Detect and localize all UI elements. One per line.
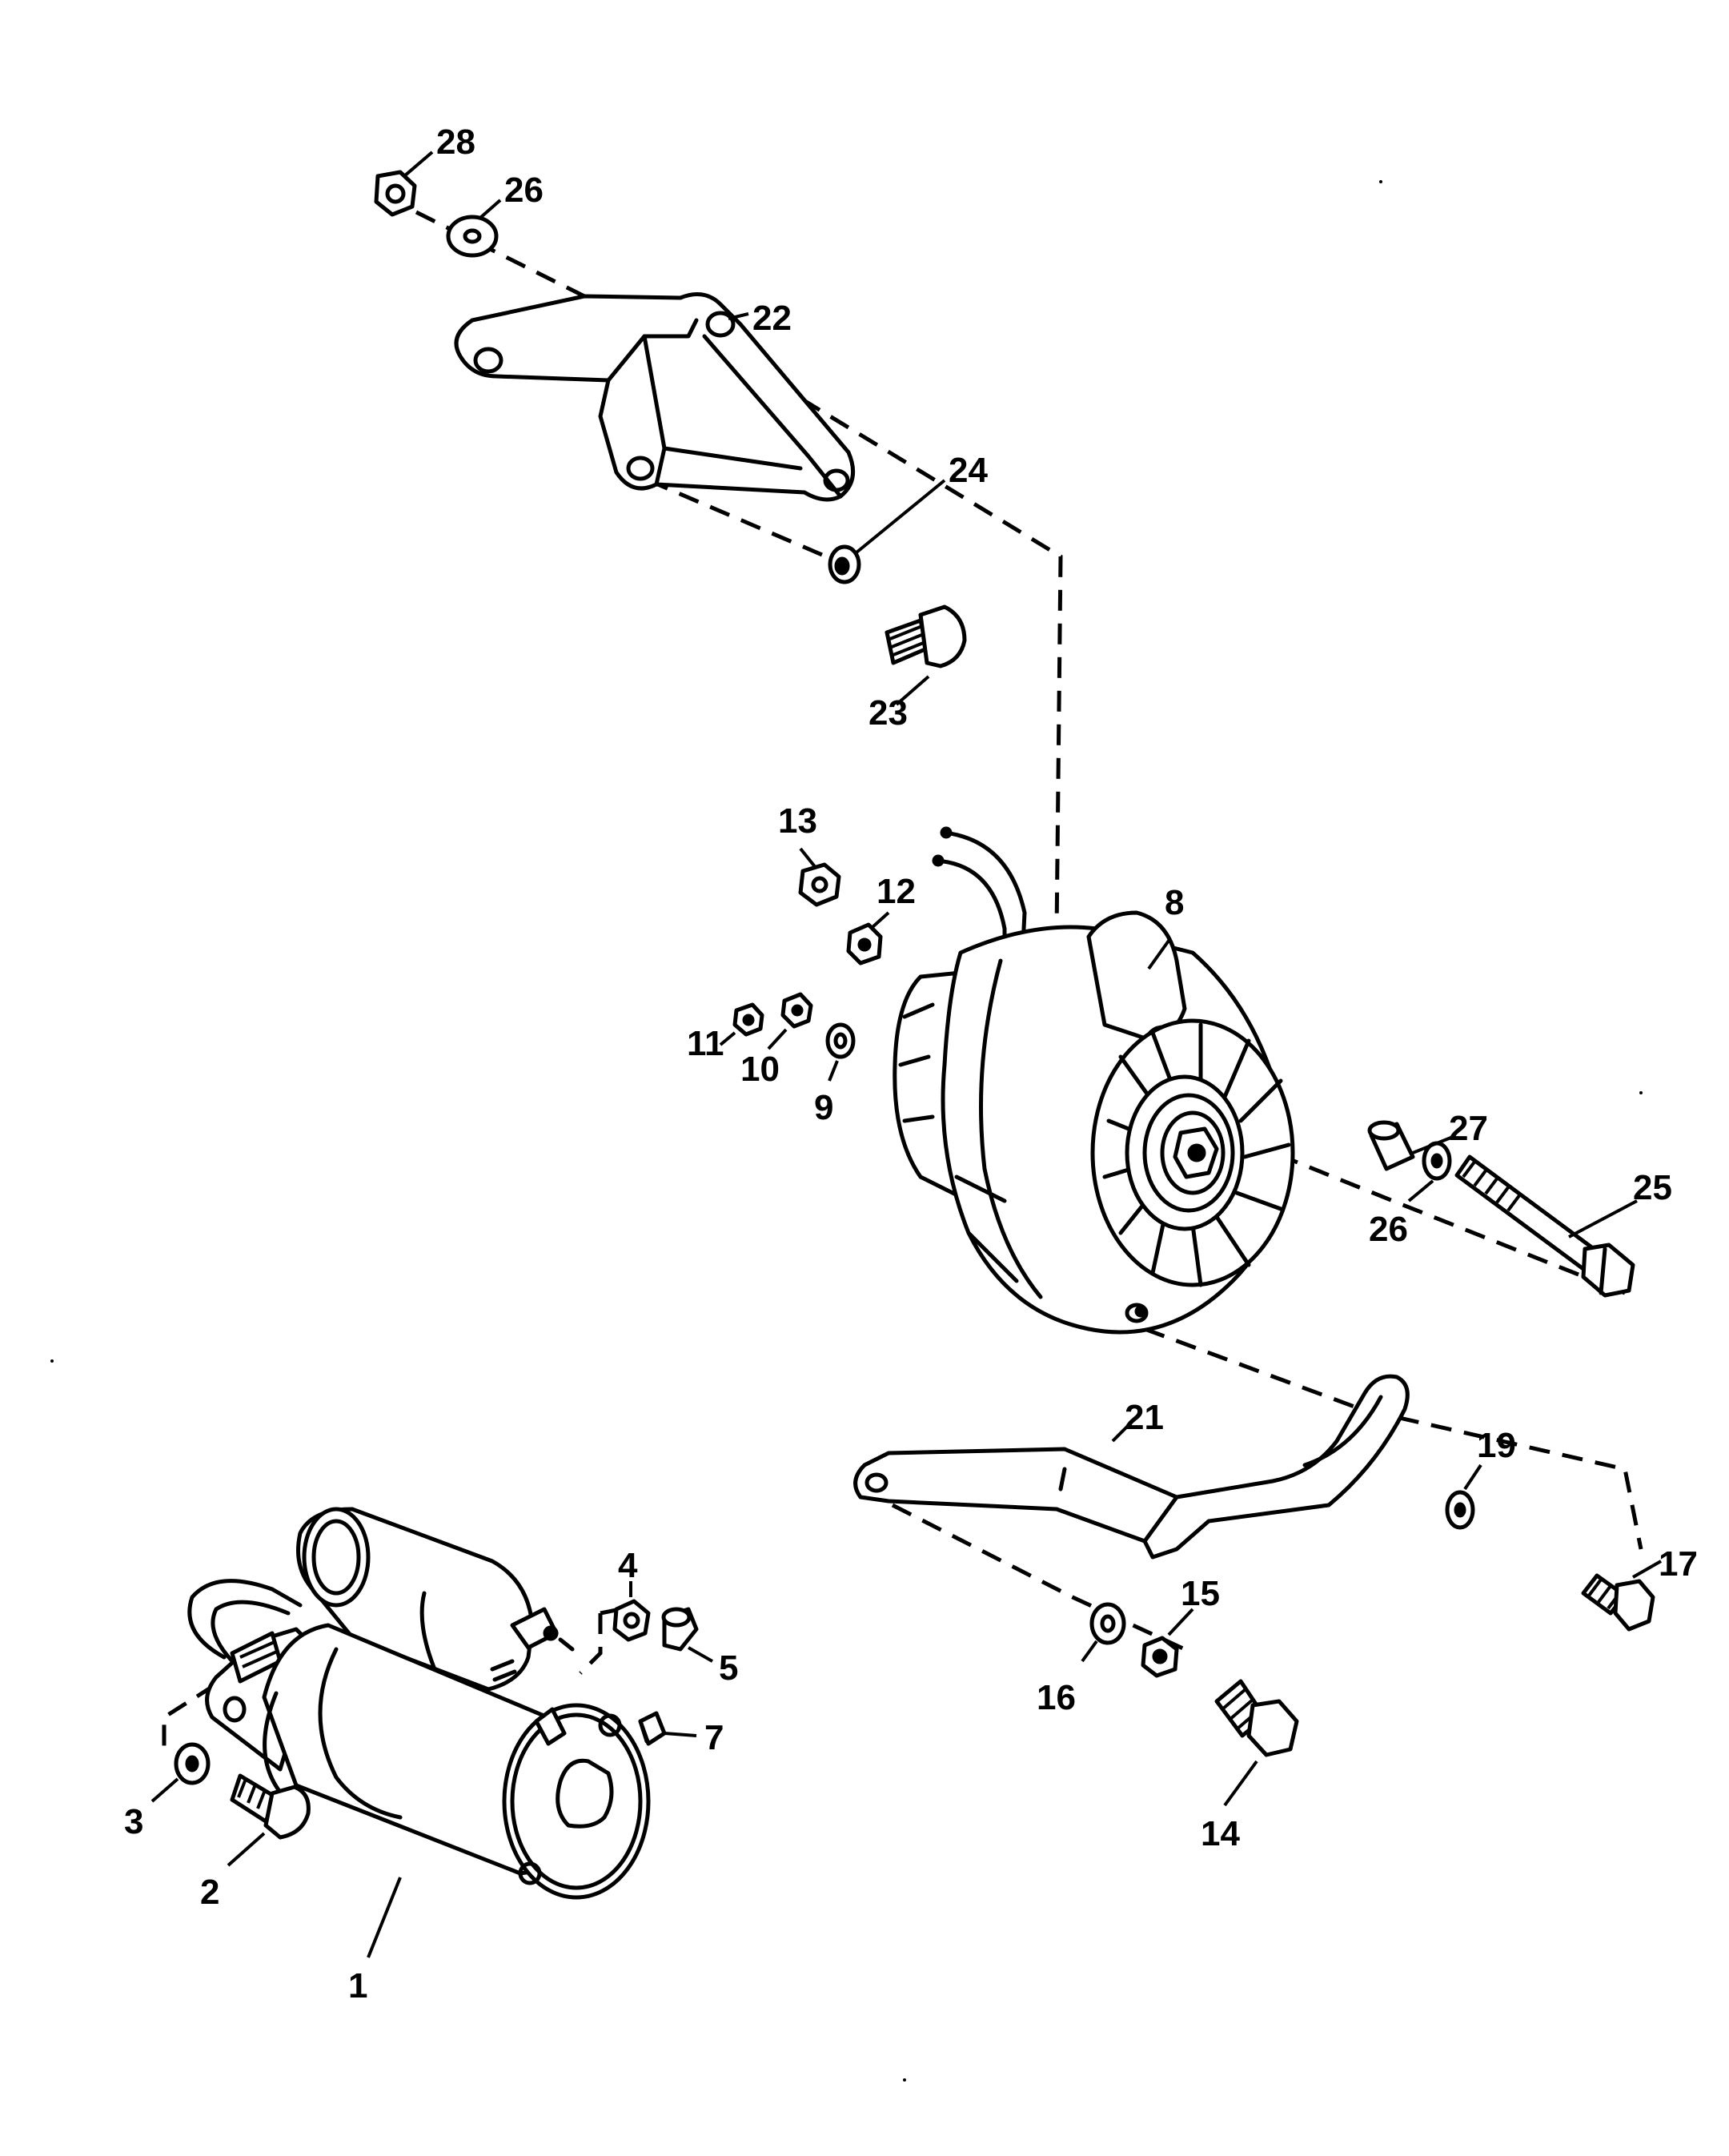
- nut-7: [638, 1711, 667, 1746]
- washer-26-top: [446, 215, 499, 258]
- callout-1: 1: [348, 1966, 367, 2005]
- callout-11: 11: [687, 1024, 724, 1063]
- nut-11: [732, 1002, 764, 1037]
- callout-7: 7: [704, 1718, 724, 1757]
- callout-23: 23: [869, 693, 908, 733]
- callout-24: 24: [949, 451, 988, 490]
- callout-2: 2: [200, 1873, 219, 1912]
- nut-15: [1141, 1636, 1179, 1678]
- bolt-2: [230, 1773, 311, 1840]
- callout-26-top: 26: [504, 171, 544, 210]
- assembly-lines: [162, 210, 1643, 1749]
- callout-22: 22: [752, 299, 792, 338]
- bolt-17: [1581, 1573, 1655, 1632]
- callout-15: 15: [1181, 1574, 1220, 1613]
- starter-motor-1: [187, 1507, 651, 1900]
- washer-24: [828, 544, 861, 584]
- bolt-25: [1454, 1154, 1635, 1298]
- callout-4: 4: [618, 1546, 638, 1585]
- nut-10: [780, 992, 813, 1029]
- nut-12: [846, 922, 883, 966]
- callout-13: 13: [778, 801, 817, 841]
- callout-25: 25: [1633, 1168, 1672, 1207]
- alternator-8: [893, 826, 1295, 1335]
- callout-3: 3: [124, 1802, 143, 1841]
- callout-21: 21: [1125, 1398, 1164, 1437]
- washer-9: [825, 1022, 856, 1059]
- nut-4: [612, 1599, 651, 1642]
- callout-labels: 28 26 22 24 23 13 12 8 11 10 9 27 26 25 …: [124, 122, 1698, 2005]
- callout-26-right: 26: [1369, 1210, 1408, 1249]
- spacer-27: [1367, 1120, 1415, 1171]
- callout-27: 27: [1449, 1109, 1488, 1148]
- callout-14: 14: [1201, 1814, 1240, 1853]
- bolt-23: [885, 604, 967, 668]
- alternator-pulley: [1125, 1074, 1245, 1231]
- washer-16: [1089, 1602, 1126, 1645]
- leader-lines: [150, 151, 1662, 1958]
- bolt-14: [1214, 1679, 1299, 1757]
- brace-21: [853, 1374, 1410, 1560]
- washer-19: [1445, 1490, 1475, 1530]
- callout-9: 9: [814, 1088, 833, 1127]
- callout-28: 28: [436, 122, 475, 162]
- callout-19: 19: [1477, 1426, 1516, 1465]
- nut-13: [798, 862, 841, 907]
- nut-28: [374, 170, 417, 217]
- bracket-22: [454, 292, 856, 502]
- scan-specks: [50, 180, 1643, 2082]
- callout-12: 12: [877, 872, 916, 911]
- callout-17: 17: [1659, 1544, 1698, 1584]
- boot-5: [661, 1607, 699, 1652]
- callout-16: 16: [1037, 1678, 1076, 1717]
- callout-5: 5: [719, 1648, 738, 1688]
- callout-8: 8: [1165, 883, 1184, 922]
- washer-3: [174, 1742, 211, 1785]
- callout-10: 10: [740, 1050, 780, 1089]
